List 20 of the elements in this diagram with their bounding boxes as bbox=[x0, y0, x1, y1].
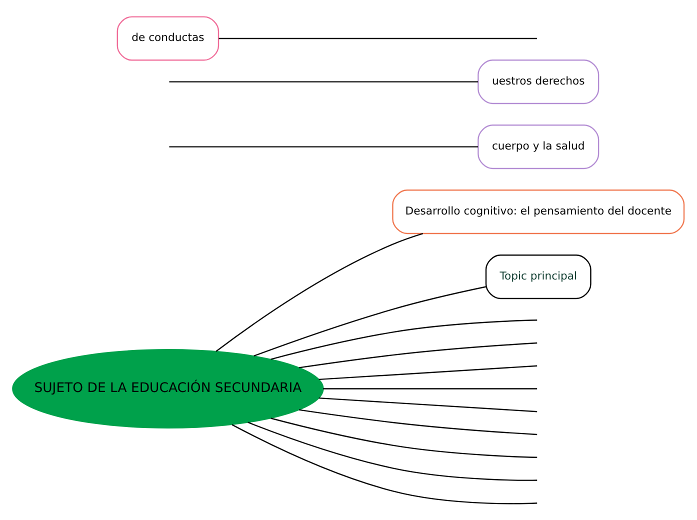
connector bbox=[248, 421, 538, 480]
connector bbox=[254, 286, 486, 356]
connector bbox=[169, 80, 478, 82]
connector bbox=[270, 417, 538, 458]
connector bbox=[298, 408, 538, 435]
node-box: de conductas bbox=[116, 16, 220, 60]
connector bbox=[232, 424, 538, 504]
node-box: Desarrollo cognitivo: el pensamiento del docente bbox=[392, 189, 685, 234]
node-box: uestros derechos bbox=[478, 59, 600, 104]
node-box: Topic principal bbox=[485, 254, 592, 299]
node-box: cuerpo y la salud bbox=[478, 124, 600, 169]
node-ellipse: SUJETO DE LA EDUCACIÓN SECUNDARIA bbox=[12, 348, 324, 428]
connector bbox=[216, 232, 424, 352]
connector bbox=[318, 396, 538, 412]
connector bbox=[323, 388, 538, 389]
connector bbox=[318, 364, 538, 380]
connector bbox=[270, 319, 538, 360]
connector bbox=[169, 146, 478, 147]
connector bbox=[298, 342, 538, 368]
connector bbox=[218, 37, 538, 39]
